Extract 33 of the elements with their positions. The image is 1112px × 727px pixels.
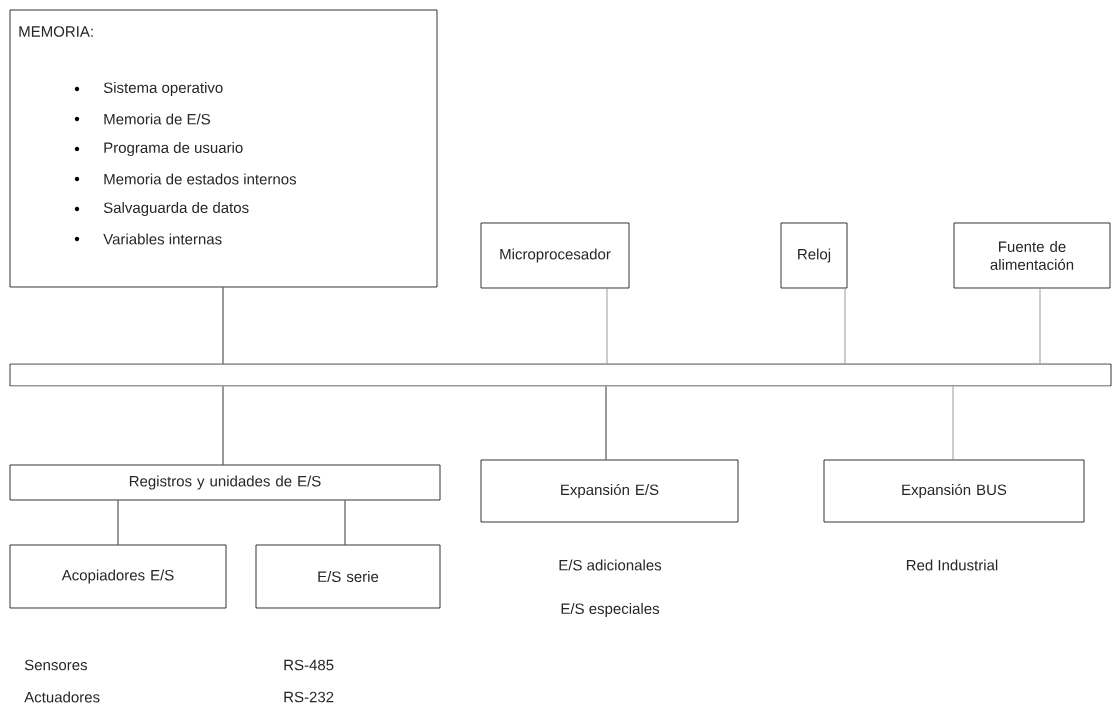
process-box: Acopiadores E/S (9, 544, 227, 609)
process-box: Expansión BUS (823, 459, 1085, 523)
bus-bar (9, 363, 1112, 387)
connector-line (606, 288, 608, 364)
node-caption: RS-485 (284, 659, 334, 671)
process-box: E/S serie (255, 544, 441, 609)
node-caption: Actuadores (24, 691, 100, 703)
list-item: Memoria de E/S (74, 113, 211, 125)
node-caption: RS-232 (284, 691, 334, 703)
process-box: Registros y unidades de E/S (9, 464, 441, 501)
connector-line (605, 386, 607, 460)
process-box: Reloj (780, 222, 848, 289)
node-caption: E/S especiales (561, 603, 660, 617)
connector-line (222, 386, 224, 465)
list-item: Sistema operativo (74, 82, 223, 96)
node-caption: E/S adicionales (559, 559, 662, 571)
list-item: Memoria de estados internos (74, 173, 297, 185)
connector-line (1039, 288, 1041, 364)
connector-line (344, 500, 346, 545)
box-heading: MEMORIA: (19, 26, 93, 37)
connector-line (952, 386, 954, 460)
connector-line (844, 288, 846, 364)
node-caption: Sensores (24, 659, 87, 671)
list-item: Variables internas (74, 233, 222, 245)
process-box: Fuente de alimentación (953, 222, 1111, 289)
process-box: Expansión E/S (480, 459, 739, 523)
connector-line (117, 500, 119, 545)
process-box: Microprocesador (480, 222, 630, 289)
node-caption: Red Industrial (906, 559, 998, 571)
list-item: Programa de usuario (74, 142, 243, 156)
memory-box (9, 9, 438, 288)
list-item: Salvaguarda de datos (74, 202, 249, 216)
connector-line (222, 287, 224, 364)
